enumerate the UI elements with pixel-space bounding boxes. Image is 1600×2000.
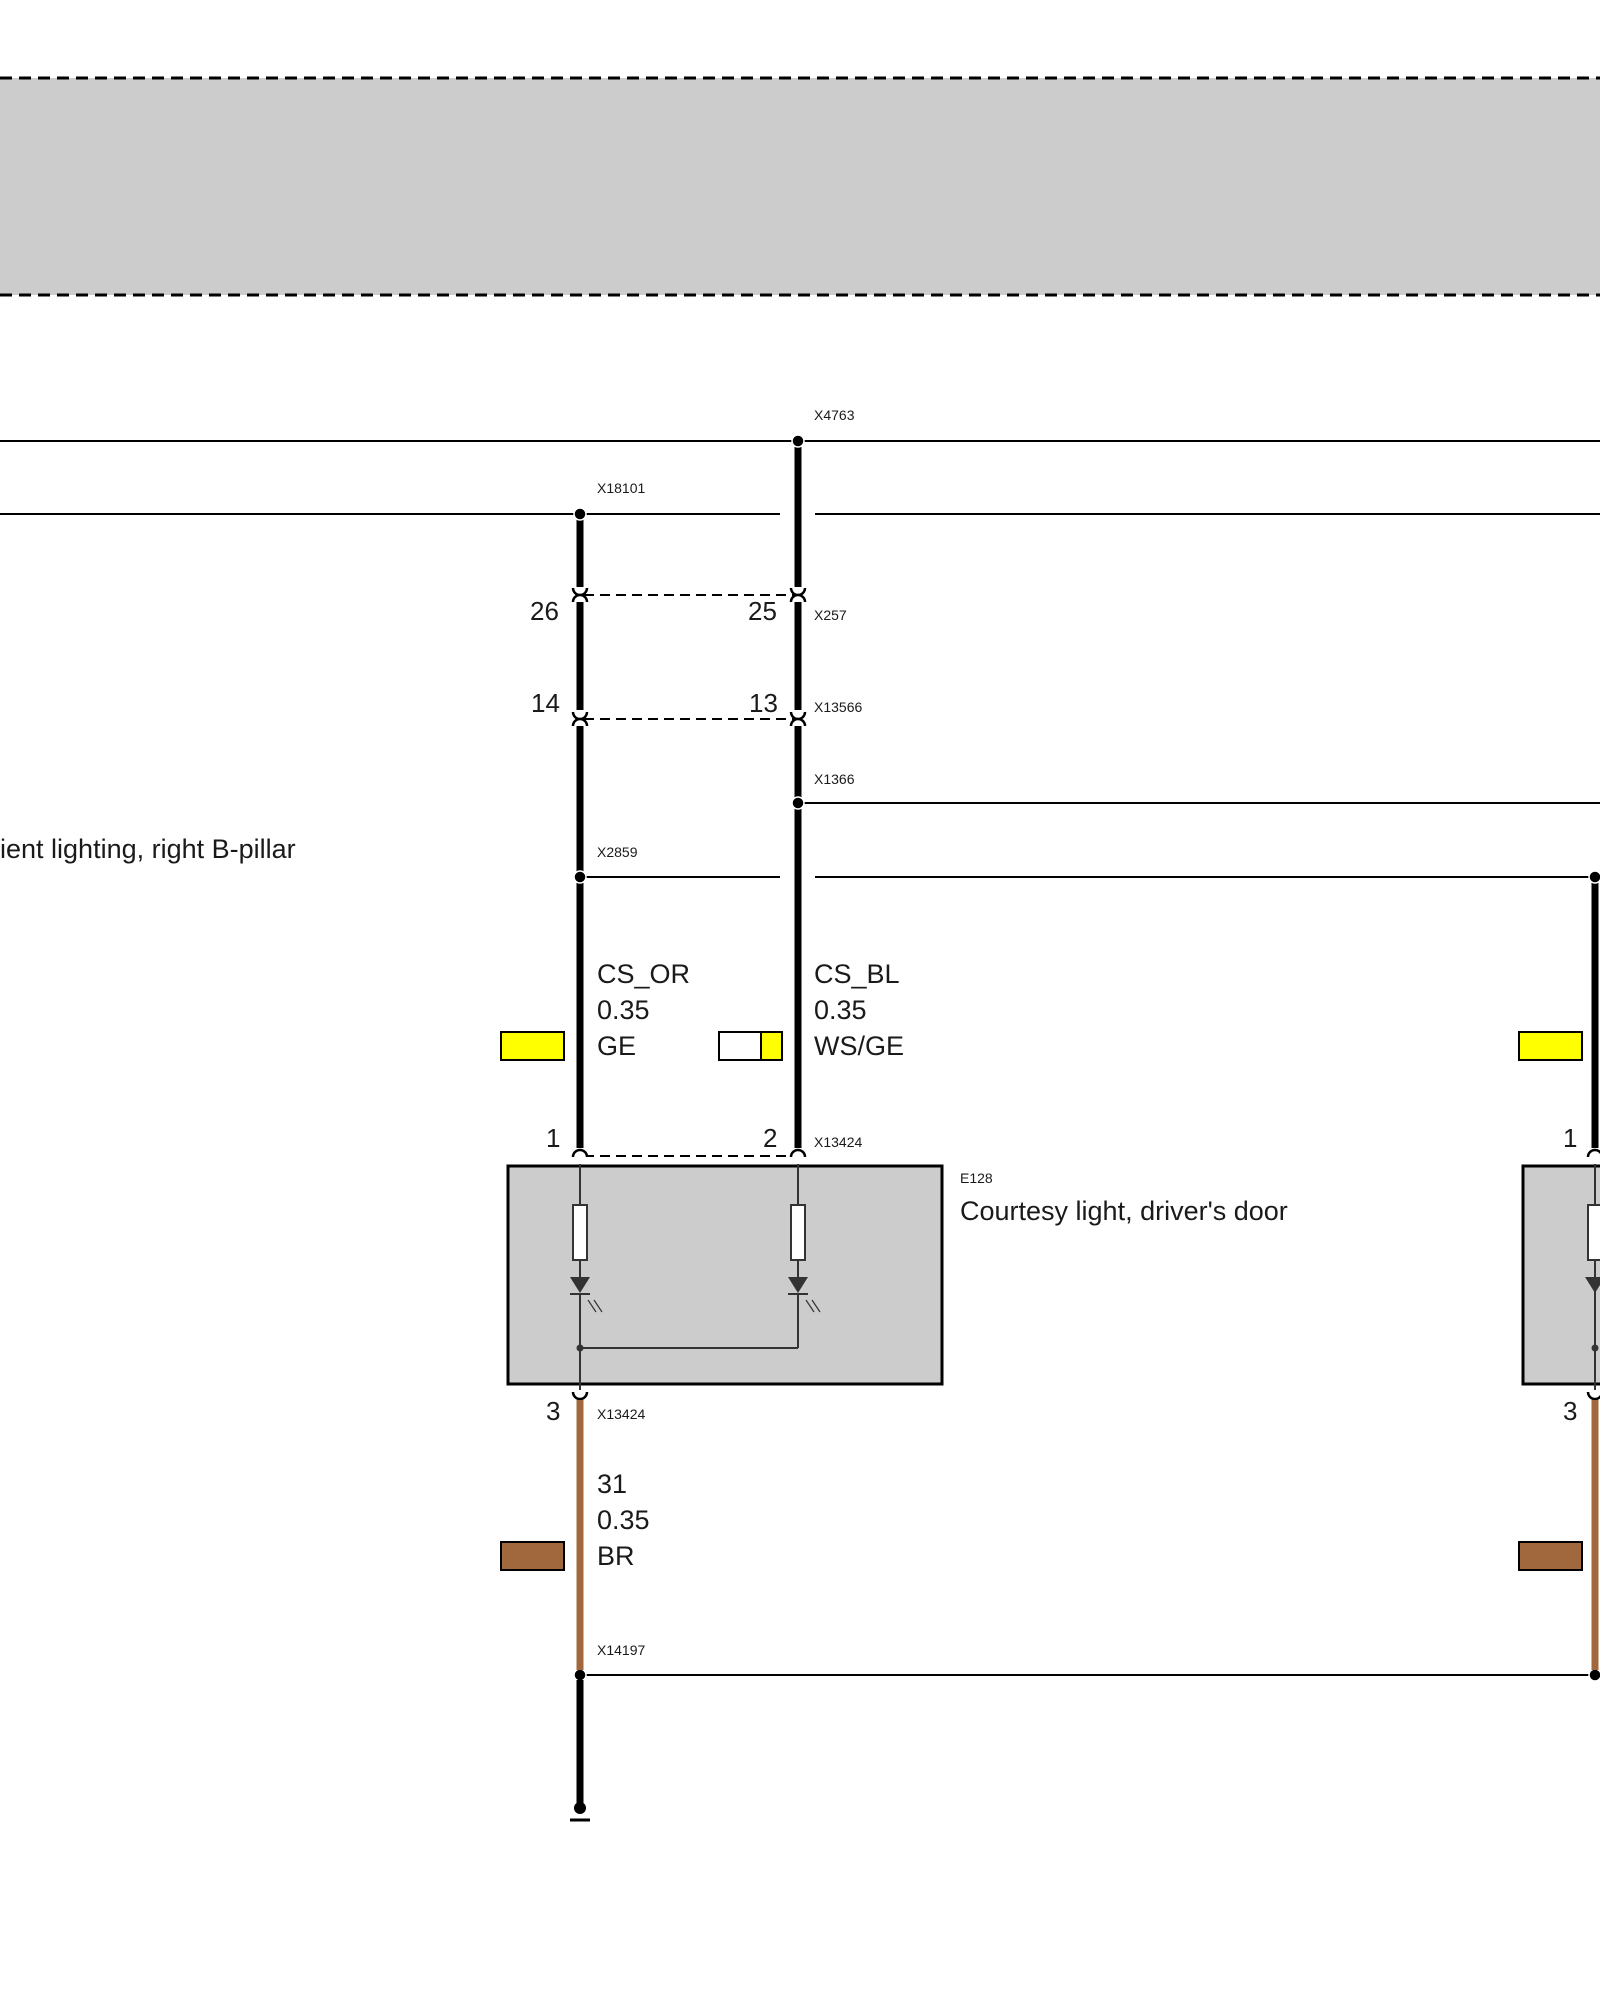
pin-25: 25 — [748, 596, 777, 626]
wire-left-signal: CS_OR — [597, 959, 690, 989]
component-name: Courtesy light, driver's door — [960, 1196, 1288, 1226]
pin-14: 14 — [531, 688, 560, 718]
ground-symbol-icon — [570, 1802, 590, 1822]
connector-x13424-bottom: X13424 — [597, 1406, 645, 1422]
wire-ground-signal: 31 — [597, 1469, 627, 1499]
connector-x257: X257 — [814, 607, 847, 623]
wire-descriptors: CS_OR 0.35 GE CS_BL 0.35 WS/GE 31 0.35 B… — [597, 959, 904, 1571]
wire-ground — [576, 1400, 1599, 1670]
connector-x13566: X13566 — [814, 699, 862, 715]
control-unit-band — [0, 76, 1600, 297]
side-component-label: ient lighting, right B-pillar — [0, 834, 296, 864]
connector-x13424-top: X13424 — [814, 1134, 862, 1150]
led-icon — [570, 1277, 603, 1313]
connector-x14197: X14197 — [597, 1642, 645, 1658]
connector-outlines — [584, 594, 794, 1157]
component-e128-box — [506, 1164, 944, 1390]
wire-right-color: WS/GE — [814, 1031, 904, 1061]
wire-left-gauge: 0.35 — [597, 995, 650, 1025]
pin-2: 2 — [763, 1123, 777, 1153]
connector-x1366: X1366 — [814, 771, 855, 787]
color-swatches — [500, 1031, 1583, 1571]
pin-numbers: 26 25 14 13 1 2 3 1 3 — [530, 596, 1577, 1426]
pin-26: 26 — [530, 596, 559, 626]
splice-points — [573, 434, 1600, 1682]
connector-pins — [571, 587, 1600, 1401]
pin-3-right: 3 — [1563, 1396, 1577, 1426]
pin-1-left: 1 — [546, 1123, 560, 1153]
led-icon — [788, 1277, 821, 1313]
wire-right-gauge: 0.35 — [814, 995, 867, 1025]
component-right-box — [1521, 1164, 1600, 1390]
connector-x4763: X4763 — [814, 407, 855, 423]
component-id: E128 — [960, 1170, 993, 1186]
connector-x18101: X18101 — [597, 480, 645, 496]
pin-3-left: 3 — [546, 1396, 560, 1426]
wire-ground-color: BR — [597, 1541, 635, 1571]
connector-x2859: X2859 — [597, 844, 638, 860]
connector-labels: X4763 X18101 X257 X13566 X1366 X2859 X13… — [597, 407, 993, 1658]
pin-13: 13 — [749, 688, 778, 718]
wire-ground-gauge: 0.35 — [597, 1505, 650, 1535]
wire-right-signal: CS_BL — [814, 959, 900, 989]
wire-left-color: GE — [597, 1031, 636, 1061]
pin-1-right: 1 — [1563, 1123, 1577, 1153]
